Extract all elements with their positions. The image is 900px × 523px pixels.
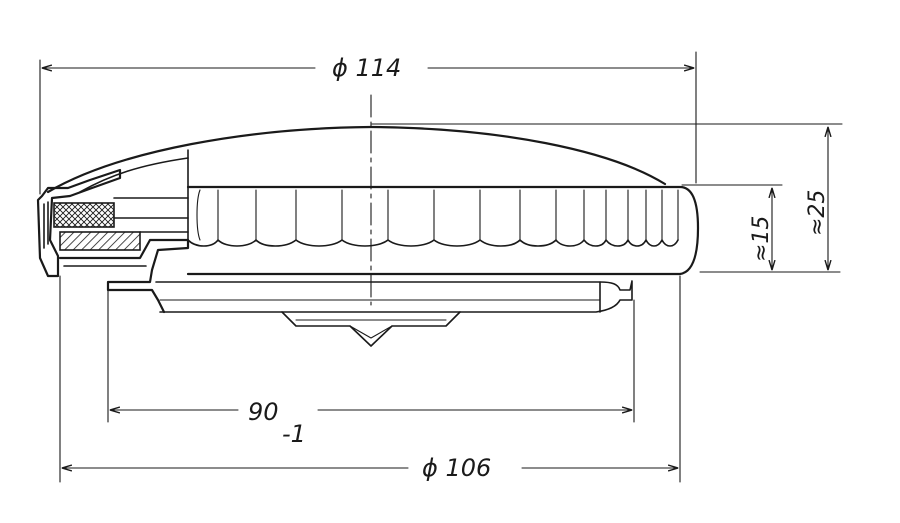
dim-inner-width-label: 90: [248, 398, 279, 426]
dim-total-height: ≈25: [371, 123, 843, 271]
dim-knurl-height: ≈15: [681, 184, 841, 273]
dim-bottom-diameter: ϕ 106: [59, 275, 681, 483]
bayonet-base: [155, 280, 633, 347]
dim-bottom-diameter-label: ϕ 106: [422, 454, 491, 482]
dim-inner-width: 90 -1: [107, 289, 635, 448]
cap-body: [46, 125, 700, 276]
dim-outer-diameter-label: ϕ 114: [332, 54, 401, 82]
dim-outer-diameter: ϕ 114: [39, 51, 697, 195]
left-section: [36, 168, 190, 314]
knurl-ridges: [187, 189, 679, 247]
dim-knurl-height-label: ≈15: [749, 216, 774, 262]
dim-total-height-label: ≈25: [805, 190, 830, 236]
dim-inner-width-tolerance: -1: [282, 420, 306, 448]
